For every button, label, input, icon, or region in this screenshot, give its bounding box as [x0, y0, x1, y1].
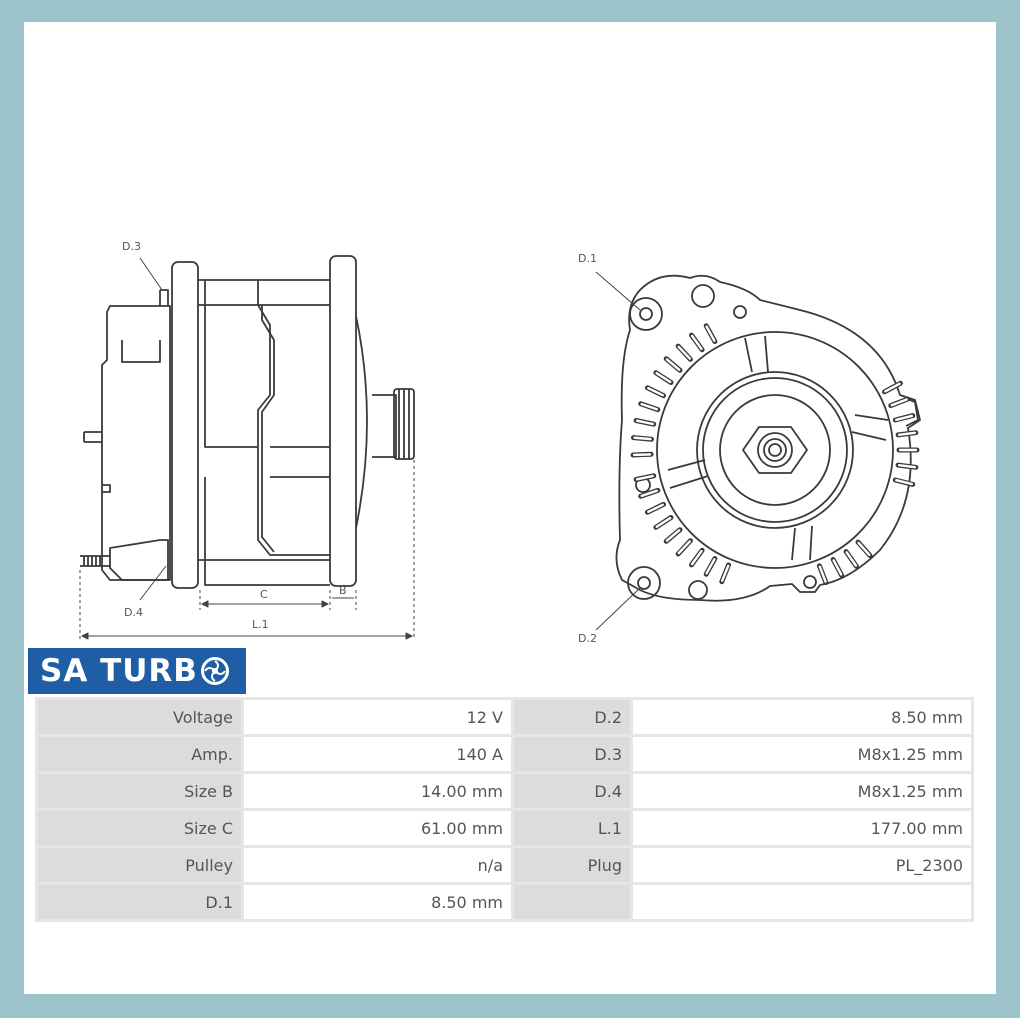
cooling-slot-inner: [845, 551, 858, 567]
cooling-slot-inner: [884, 382, 901, 393]
cooling-slot-inner: [897, 431, 917, 436]
spec-value: n/a: [244, 848, 511, 882]
spec-value: 8.50 mm: [633, 700, 971, 734]
spec-label: D.1: [38, 885, 241, 919]
label-c: C: [260, 588, 268, 601]
cooling-slot-inner: [655, 516, 672, 528]
cooling-slot-inner: [635, 474, 654, 481]
side-view-drawing: [80, 255, 415, 589]
spec-value: 8.50 mm: [244, 885, 511, 919]
label-d4: D.4: [124, 606, 143, 619]
cooling-slot-inner: [705, 325, 716, 342]
cooling-slot-inner: [705, 558, 716, 575]
label-b: B: [339, 584, 347, 597]
cooling-slot-inner: [640, 402, 658, 411]
spec-value: [633, 885, 971, 919]
spec-label: D.4: [514, 774, 630, 808]
spec-label: Voltage: [38, 700, 241, 734]
cooling-slot-inner: [665, 358, 681, 371]
label-d3: D.3: [122, 240, 141, 253]
turbo-icon: [200, 657, 229, 685]
spec-value: 12 V: [244, 700, 511, 734]
spec-label: Plug: [514, 848, 630, 882]
spec-label: D.2: [514, 700, 630, 734]
spec-value: 61.00 mm: [244, 811, 511, 845]
cooling-slot-inner: [890, 398, 908, 407]
brand-name: SA TURB: [40, 653, 198, 689]
spec-value: M8x1.25 mm: [633, 737, 971, 771]
cooling-slot-inner: [897, 464, 917, 469]
cooling-slot-inner: [647, 387, 664, 397]
cooling-slot-inner: [690, 334, 703, 351]
spec-label: Pulley: [38, 848, 241, 882]
spec-label: [514, 885, 630, 919]
cooling-slot-inner: [677, 540, 691, 555]
spec-value: 140 A: [244, 737, 511, 771]
spec-label: Size C: [38, 811, 241, 845]
cooling-slot-inner: [857, 541, 871, 556]
cooling-slot-inner: [632, 453, 652, 457]
front-view-leaders: [595, 271, 641, 631]
cooling-slot-inner: [818, 565, 827, 583]
cooling-slot-inner: [655, 372, 672, 384]
cooling-slot-inner: [640, 489, 658, 498]
label-d1: D.1: [578, 252, 597, 265]
cooling-slot-inner: [633, 436, 652, 441]
spec-label: D.3: [514, 737, 630, 771]
cooling-slot-inner: [895, 479, 913, 486]
cooling-slot-inner: [721, 564, 730, 582]
cooling-slot-inner: [647, 503, 664, 513]
spec-value: PL_2300: [633, 848, 971, 882]
cooling-slot-inner: [635, 419, 654, 426]
brand-logo: SA TURB: [28, 648, 246, 694]
spec-label: L.1: [514, 811, 630, 845]
alternator-technical-drawing: D.3 D.4 C B L.1 D.1 D.2: [79, 240, 921, 645]
spec-value: 177.00 mm: [633, 811, 971, 845]
cooling-slot-inner: [832, 559, 843, 576]
dimension-lines: [79, 257, 415, 640]
spec-value: 14.00 mm: [244, 774, 511, 808]
cooling-slots: [630, 323, 920, 586]
label-l1: L.1: [252, 618, 269, 631]
cooling-slot-inner: [677, 345, 691, 360]
spec-value: M8x1.25 mm: [633, 774, 971, 808]
cooling-slot-inner: [690, 549, 703, 566]
cooling-slot-inner: [665, 529, 681, 542]
front-view-drawing: [615, 274, 921, 602]
cooling-slot-inner: [895, 414, 913, 421]
label-d2: D.2: [578, 632, 597, 645]
spec-label: Amp.: [38, 737, 241, 771]
spec-label: Size B: [38, 774, 241, 808]
